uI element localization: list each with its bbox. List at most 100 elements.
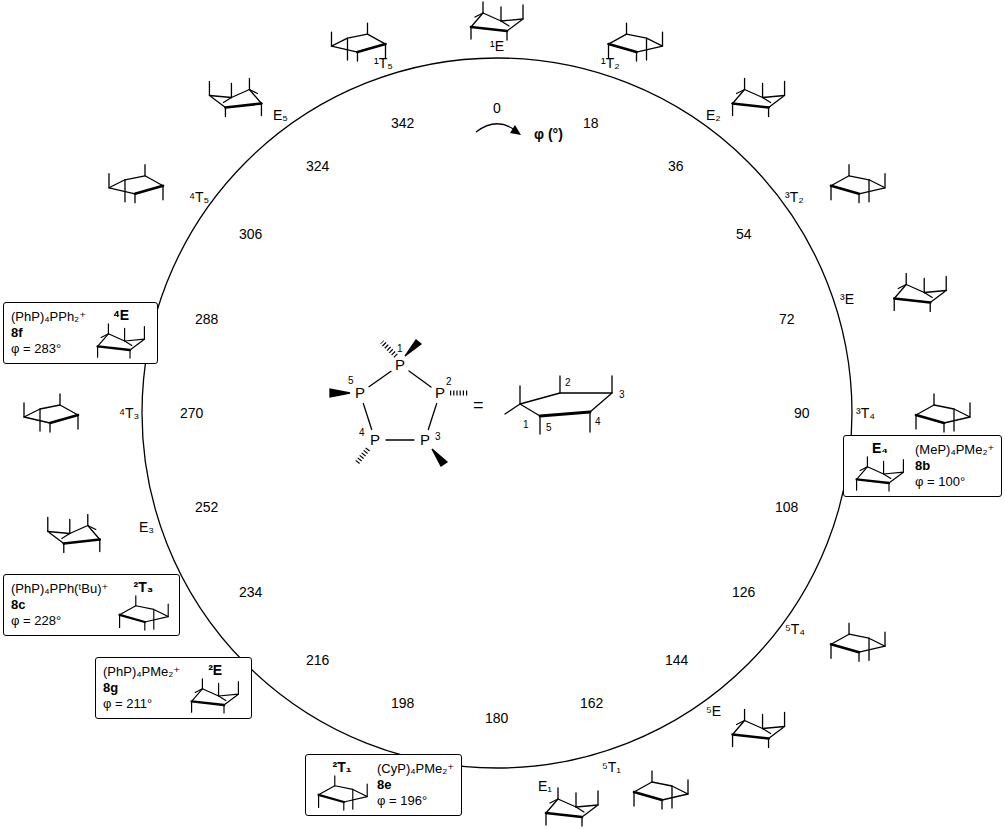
compound-text-line: φ = 228° [11, 613, 108, 629]
compound-text-line: (PhP)₄PMe₂⁺ [103, 664, 180, 680]
conformer-sketch [313, 775, 371, 811]
central-molecule [330, 340, 468, 466]
conformation-label: ⁵T₄ [785, 621, 805, 637]
conformation-label: ¹E [490, 38, 504, 54]
atom-label: P [435, 384, 445, 401]
conformer-sketch [209, 78, 261, 116]
atom-number: 3 [435, 431, 441, 443]
angle-axis-label: φ (°) [534, 126, 563, 142]
angle-number: 54 [736, 226, 752, 242]
conformation-label: ²T₃ [134, 579, 154, 595]
angle-number: 144 [665, 652, 688, 668]
compound-text-line: φ = 196° [377, 793, 454, 809]
compound-text-line: φ = 100° [915, 474, 994, 490]
atom-number: 5 [546, 422, 552, 434]
compound-text: (PhP)₄PPh₂⁺8fφ = 283° [11, 309, 86, 357]
conformation-label: ⁵T₁ [602, 759, 621, 775]
compound-box: (PhP)₄PPh₂⁺8fφ = 283° ⁴E [3, 302, 158, 364]
compound-box: E₄ (MeP)₄PMe₂⁺8bφ = 100° [843, 435, 1002, 497]
angle-number: 342 [391, 115, 414, 131]
conformation-label: E₃ [139, 519, 154, 535]
angle-number: 36 [668, 158, 684, 174]
conformation-label: ³E [840, 291, 854, 307]
angle-number: 18 [583, 115, 599, 131]
conformation-label: ⁵E [706, 703, 721, 719]
conformation-label: E₂ [706, 107, 721, 123]
conformer-sketch [92, 323, 150, 359]
conformer-figure: ²T₃ [114, 579, 172, 631]
compound-number: 8c [11, 597, 108, 613]
compound-text-line: (MeP)₄PMe₂⁺ [915, 442, 994, 458]
conformer-sketch [733, 710, 785, 748]
conformer-sketch [733, 78, 785, 116]
conformer-sketch [916, 394, 970, 432]
angle-number: 72 [779, 311, 795, 327]
compound-box: (PhP)₄PPh(ᵗBu)⁺8cφ = 228° ²T₃ [3, 574, 180, 636]
angle-number: 0 [493, 100, 501, 116]
atom-number: 3 [619, 389, 625, 401]
conformer-sketch [24, 394, 78, 432]
angle-number: 252 [195, 499, 218, 515]
angle-number: 324 [306, 158, 329, 174]
angle-number: 126 [732, 584, 755, 600]
envelope-sketch [505, 376, 612, 434]
conformation-label: ²E [208, 662, 222, 678]
conformer-figure: ⁴E [92, 307, 150, 359]
conformation-label: ⁴E [113, 307, 129, 323]
angle-number: 234 [239, 584, 262, 600]
conformer-sketch [634, 771, 688, 809]
conformation-label: E₅ [273, 107, 288, 123]
conformer-sketch [831, 623, 885, 661]
conformation-label: ³T₂ [785, 189, 804, 205]
compound-text-line: (PhP)₄PPh₂⁺ [11, 309, 86, 325]
compound-text: (PhP)₄PMe₂⁺8gφ = 211° [103, 664, 180, 712]
equals-sign: = [473, 395, 484, 416]
conformation-label: ¹T₂ [601, 55, 620, 71]
atom-number: 1 [397, 343, 403, 355]
atom-number: 2 [565, 377, 571, 389]
angle-number: 108 [775, 499, 798, 515]
compound-text-line: (PhP)₄PPh(ᵗBu)⁺ [11, 581, 108, 597]
phi-arrow [476, 124, 521, 135]
compound-box: ²T₁ (CyP)₄PMe₂⁺8eφ = 196° [305, 754, 462, 816]
conformer-figure: E₄ [851, 440, 909, 492]
conformation-label: ¹T₅ [374, 55, 393, 71]
angle-number: 180 [485, 710, 508, 726]
angle-number: 216 [306, 652, 329, 668]
compound-text: (MeP)₄PMe₂⁺8bφ = 100° [915, 442, 994, 490]
conformer-sketch [109, 165, 163, 203]
conformer-sketch [471, 2, 523, 40]
conformation-label: E₁ [538, 778, 552, 794]
compound-number: 8g [103, 680, 180, 696]
compound-text-line: (CyP)₄PMe₂⁺ [377, 761, 454, 777]
angle-number: 90 [794, 405, 810, 421]
atom-label: P [355, 384, 365, 401]
conformer-sketch [831, 165, 885, 203]
angle-number: 198 [391, 695, 414, 711]
compound-text: (PhP)₄PPh(ᵗBu)⁺8cφ = 228° [11, 581, 108, 629]
compound-box: (PhP)₄PMe₂⁺8gφ = 211° ²E [95, 657, 252, 719]
compound-number: 8b [915, 458, 994, 474]
compound-number: 8e [377, 777, 454, 793]
conformer-sketches [24, 2, 970, 826]
atom-label: P [370, 431, 380, 448]
conformation-label: ⁴T₅ [189, 189, 209, 205]
conformer-sketch [48, 515, 100, 553]
angle-number: 288 [195, 311, 218, 327]
angle-number: 270 [180, 405, 203, 421]
compound-text-line: φ = 211° [103, 696, 180, 712]
compound-text-line: φ = 283° [11, 341, 86, 357]
conformer-figure: ²T₁ [313, 759, 371, 811]
conformation-label: ²T₁ [332, 759, 351, 775]
conformer-sketch [546, 788, 598, 826]
atom-number: 4 [359, 427, 365, 439]
atom-number: 1 [523, 419, 529, 431]
atom-number: 5 [348, 375, 354, 387]
compound-text: (CyP)₄PMe₂⁺8eφ = 196° [377, 761, 454, 809]
atom-number: 2 [446, 376, 452, 388]
conformer-figure: ²E [186, 662, 244, 714]
conformation-label: E₄ [872, 440, 888, 456]
angle-number: 306 [239, 226, 262, 242]
atom-label: P [420, 431, 430, 448]
